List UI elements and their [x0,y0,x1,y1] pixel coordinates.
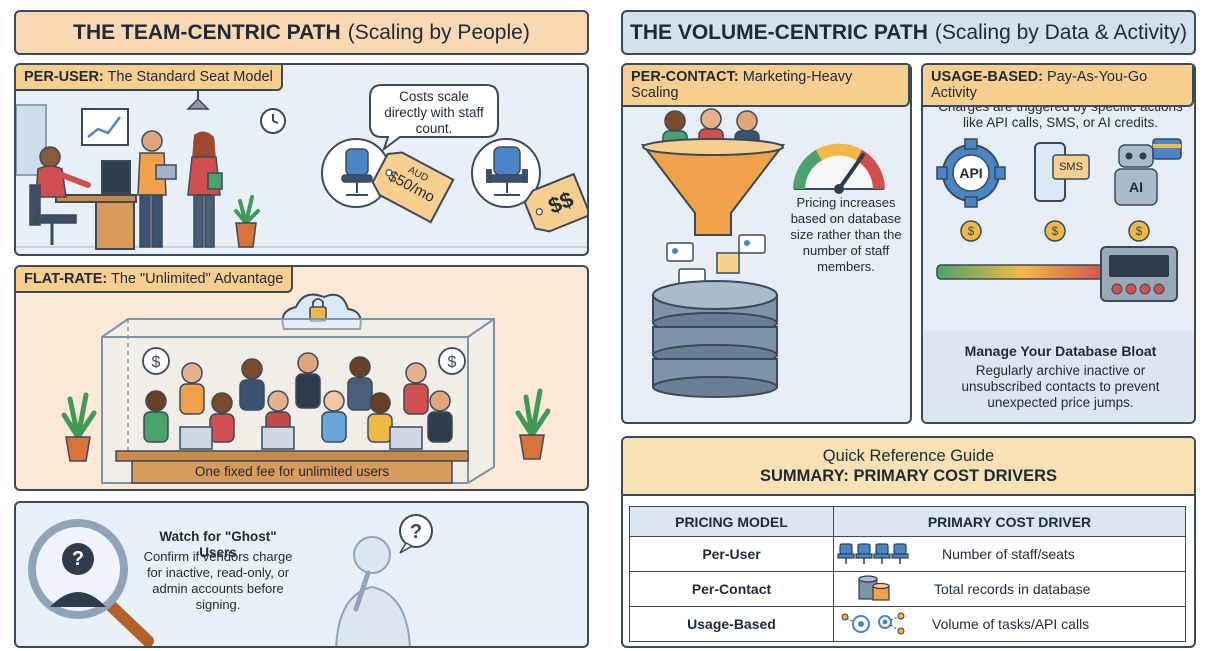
cost-driver-table: PRICING MODEL PRIMARY COST DRIVER Per-Us… [629,506,1186,642]
ghost-users-title: Watch for "Ghost" Users [159,529,277,560]
cost-driver-text: Number of staff/seats [942,546,1075,562]
office-scene-illustration [16,84,587,250]
volume-centric-title: THE VOLUME-CENTRIC PATH [630,20,928,44]
per-contact-tag-text: Marketing-Heavy Scaling [631,69,853,101]
per-contact-panel: PER-CONTACT: Marketing-Heavy Scaling [621,63,912,424]
usage-based-tag-text: Pay-As-You-Go Activity [931,69,1148,101]
api-gear-icon [936,138,1006,208]
per-user-bubble-text: Costs scale directly with staff count. [384,89,484,136]
team-centric-header: THE TEAM-CENTRIC PATH (Scaling by People… [14,10,589,55]
usage-based-tag-bold: USAGE-BASED: [931,69,1043,85]
flat-rate-tag-text: The "Unlimited" Advantage [111,271,284,287]
summary-subtitle: SUMMARY: PRIMARY COST DRIVERS [759,467,1058,485]
office-chairs-icon [834,542,914,566]
per-user-panel: PER-USER: The Standard Seat Model [14,63,589,256]
ghost-users-body: Confirm if vendors charge for inactive, … [143,549,293,612]
usage-based-tag: USAGE-BASED: Pay-As-You-Go Activity [923,65,1194,107]
table-row: Per-Contact Total records in [629,571,1186,607]
volume-centric-subtitle: (Scaling by Data & Activity) [934,20,1187,44]
per-user-tag-bold: PER-USER: [24,69,104,85]
ghost-users-panel: ? ? Watch for "Ghost" Users Confirm if v… [14,501,589,648]
svg-text:$: $ [1052,224,1059,238]
per-user-tag-text: The Standard Seat Model [107,69,273,85]
cost-driver-cell: Volume of tasks/API calls [833,606,1186,642]
summary-header: Quick Reference Guide SUMMARY: PRIMARY C… [623,438,1194,496]
team-centric-subtitle: (Scaling by People) [347,20,530,44]
database-bloat-title: Manage Your Database Bloat [964,343,1157,359]
sms-phone-icon [1034,142,1090,202]
cost-driver-text: Volume of tasks/API calls [932,616,1090,632]
cost-driver-cell: Total records in database [833,571,1186,607]
ai-icon-label: AI [1129,179,1143,195]
per-contact-tag-bold: PER-CONTACT: [631,69,739,85]
table-row: Per-User [629,536,1186,572]
flat-rate-tag-bold: FLAT-RATE: [24,271,108,287]
team-centric-title: THE TEAM-CENTRIC PATH [73,20,341,44]
usage-based-panel: USAGE-BASED: Pay-As-You-Go Activity Char… [921,63,1196,424]
per-contact-tag: PER-CONTACT: Marketing-Heavy Scaling [623,65,910,107]
table-row: Usage-Based [629,606,1186,642]
cost-driver-cell: Number of staff/seats [833,536,1186,572]
svg-text:$: $ [152,354,161,371]
pricing-model-cell: Per-Contact [629,571,834,607]
svg-text:?: ? [72,548,84,570]
svg-text:$: $ [448,354,457,371]
cost-driver-text: Total records in database [934,581,1091,597]
svg-text:$: $ [968,224,975,238]
svg-text:?: ? [410,521,422,543]
ai-robot-icon [1114,138,1182,206]
volume-centric-header: THE VOLUME-CENTRIC PATH (Scaling by Data… [621,10,1196,55]
svg-text:$: $ [1136,224,1143,238]
usage-icons-illustration: $ $ $ [924,138,1194,422]
magnifier-ghost-illustration: ? ? [28,514,433,646]
funnel-database-illustration [640,108,885,398]
summary-title: Quick Reference Guide [822,447,995,465]
flat-rate-tag: FLAT-RATE: The "Unlimited" Advantage [16,267,294,293]
table-header-row: PRICING MODEL PRIMARY COST DRIVER [629,506,1186,537]
sms-icon-label: SMS [1059,161,1083,173]
per-contact-body: Pricing increases based on database size… [790,195,902,274]
pricing-model-cell: Per-User [629,536,834,572]
flat-rate-table-label: One fixed fee for unlimited users [194,464,390,479]
per-user-tag: PER-USER: The Standard Seat Model [16,65,283,91]
unlimited-team-box-illustration: $ $ [61,293,551,484]
gears-workflow-icon [834,611,914,637]
pricing-model-cell: Usage-Based [629,606,834,642]
flat-rate-panel: FLAT-RATE: The "Unlimited" Advantage $ $ [14,265,589,491]
database-stack-icon [834,575,914,602]
column-header-pricing-model: PRICING MODEL [629,506,834,537]
database-bloat-body: Regularly archive inactive or unsubscrib… [961,363,1160,410]
api-icon-label: API [959,165,983,181]
column-header-primary-cost-driver: PRIMARY COST DRIVER [833,506,1186,537]
